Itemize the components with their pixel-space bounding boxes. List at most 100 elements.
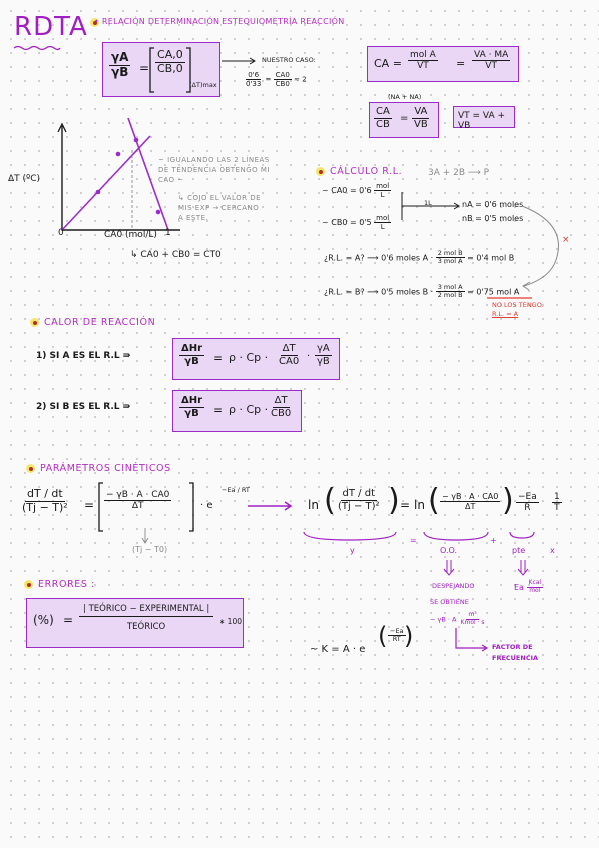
arrow-label: 1L <box>424 199 432 207</box>
case-den-2: CB0 <box>275 80 290 89</box>
kinetic-lhs: dT / dt(Tj − T)² <box>22 487 68 514</box>
limiting-reagent-result: R.L. = A <box>492 310 519 318</box>
bracket-right-icon <box>186 47 191 93</box>
equals-sign: = <box>139 61 150 75</box>
na-value: nA = 0'6 moles <box>462 200 524 209</box>
ya-label: γA <box>109 50 131 66</box>
ca0-label: CA,0 <box>155 48 185 63</box>
rl-section-title: CÁLCULO R.L. <box>330 166 403 177</box>
ratio-equals: = <box>400 113 409 124</box>
ratio-den: CB <box>376 118 390 130</box>
total-volume-eq: VT = VA + VB <box>458 111 506 131</box>
paren-close: ) <box>388 483 400 518</box>
arrow-icon <box>222 57 256 65</box>
data-point <box>133 137 139 143</box>
case-num-1: 0'6 <box>246 71 262 81</box>
nb-value: nB = 0'5 moles <box>462 214 524 223</box>
bullet-icon <box>30 318 39 327</box>
percent-label: (%) <box>33 613 54 627</box>
l-arrow-icon <box>455 628 489 652</box>
case-num-2: CA0 <box>273 71 292 81</box>
arrhenius-equation: ~ K = A · e <box>310 644 366 655</box>
case-result: ≈ 2 <box>294 75 307 84</box>
error-numerator: | TEÓRICO − EXPERIMENTAL | <box>79 604 214 617</box>
equals-sign: = <box>213 403 224 417</box>
page-title: RDTA <box>14 12 88 42</box>
bullet-icon <box>316 167 325 176</box>
not-available-note: NO LOS TENGO. <box>492 301 544 309</box>
label-y: y <box>350 546 355 555</box>
error-denominator: TEÓRICO <box>126 621 166 632</box>
total-volume-box: VT = VA + VB <box>453 106 515 131</box>
dot: · <box>307 351 311 362</box>
exp-base: · e <box>200 500 213 511</box>
va-num: VA · MA <box>472 50 511 62</box>
ca-equals: = <box>456 57 466 70</box>
errors-section-title: ERRORES : <box>38 579 95 590</box>
x-end-label: 1 <box>165 228 171 238</box>
rho-cp: ρ · Cp · <box>229 403 269 416</box>
equals-sign: = <box>400 498 411 512</box>
ratio-vden: VB <box>414 118 428 130</box>
trend-line-falling <box>127 117 169 231</box>
double-down-arrow-icon <box>517 560 529 576</box>
yb-label: γB <box>111 64 129 79</box>
data-point <box>155 209 161 215</box>
bullet-icon <box>90 18 99 27</box>
calor-section-title: CALOR DE REACCIÓN <box>44 317 156 328</box>
case-b-limiting: 2) SI B ES EL R.L ⇛ <box>36 402 131 412</box>
data-point <box>95 189 101 195</box>
ca-den: VT <box>417 61 429 72</box>
ln-1: ln <box>308 498 319 512</box>
label-intercept: O.O. <box>440 546 458 555</box>
cross-icon: × <box>562 235 570 245</box>
ca-num: mol A <box>408 50 438 62</box>
case-den-1: 0'33 <box>246 80 262 89</box>
kinetic-section-title: PARÁMETROS CINÉTICOS <box>40 463 171 474</box>
ratio-vnum: VA <box>412 106 430 119</box>
rho-cp: ρ · Cp · <box>229 351 269 364</box>
case-eq: = <box>265 75 272 84</box>
graph-note-2: ↳ COJO EL VALOR DE MIS EXP → CERCANO A E… <box>178 194 262 222</box>
cb0-label: CB,0 <box>157 61 183 75</box>
sum-equation: ↳ CA0 + CB0 = CT0 <box>130 250 221 260</box>
va-den: VT <box>485 61 497 72</box>
se-obtiene-note: SE OBTIENE <box>430 598 469 606</box>
equals-sign: = <box>63 613 74 627</box>
bracket-arrow-icon <box>401 192 460 220</box>
double-down-arrow-icon <box>443 560 455 576</box>
label-equals: = <box>410 536 417 545</box>
bracket-left-icon <box>149 47 154 93</box>
despejando-note: DESPEJANDO <box>432 582 475 590</box>
y-axis-label: ΔT (ºC) <box>8 174 41 184</box>
ratio-num: CA <box>374 106 392 119</box>
title-underline <box>13 45 61 51</box>
bullet-icon <box>26 464 35 473</box>
linearization-braces <box>303 531 535 541</box>
bullet-icon <box>24 580 33 589</box>
y-axis-arrow-icon <box>57 122 67 133</box>
exp-power: −Ea / RT <box>222 486 250 494</box>
delta-t-max-subscript: (ΔT)max <box>189 81 217 89</box>
ca-label: CA = <box>374 57 402 70</box>
equals-sign: = <box>84 498 95 512</box>
trend-line-rising <box>61 135 151 231</box>
frequency-label: FRECUENCIA <box>492 654 539 662</box>
paren-close: ) <box>502 483 514 518</box>
origin-label: 0 <box>58 228 64 238</box>
graph-note: ~ IGUALANDO LAS 2 LÍNEAS DE TENDENCIA OB… <box>158 156 270 184</box>
curve-arrow-icon <box>521 205 559 291</box>
